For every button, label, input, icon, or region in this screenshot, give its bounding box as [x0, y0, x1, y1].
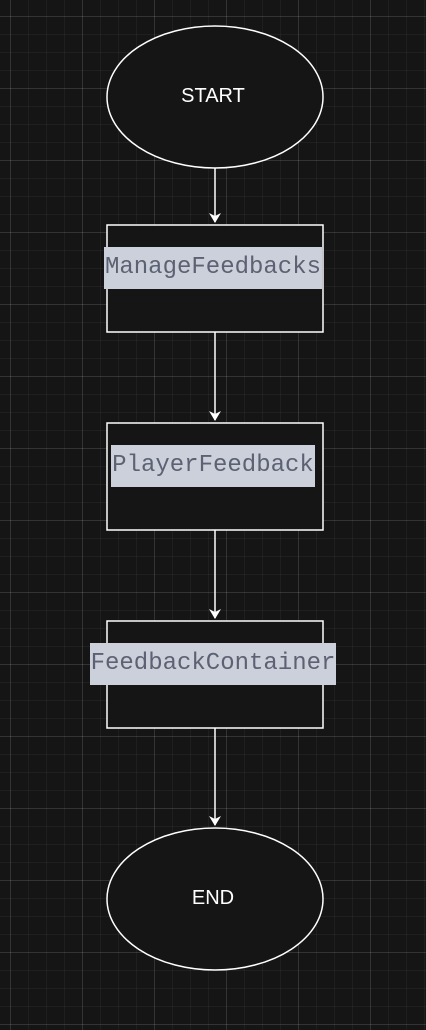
end-node-label: END [191, 887, 235, 909]
end-node[interactable] [106, 827, 324, 971]
process-node-player-feedback[interactable] [106, 422, 324, 531]
start-node-label: START [181, 85, 245, 107]
process-node-manage-feedbacks[interactable] [106, 224, 324, 333]
process-node-feedback-container[interactable] [106, 620, 324, 729]
